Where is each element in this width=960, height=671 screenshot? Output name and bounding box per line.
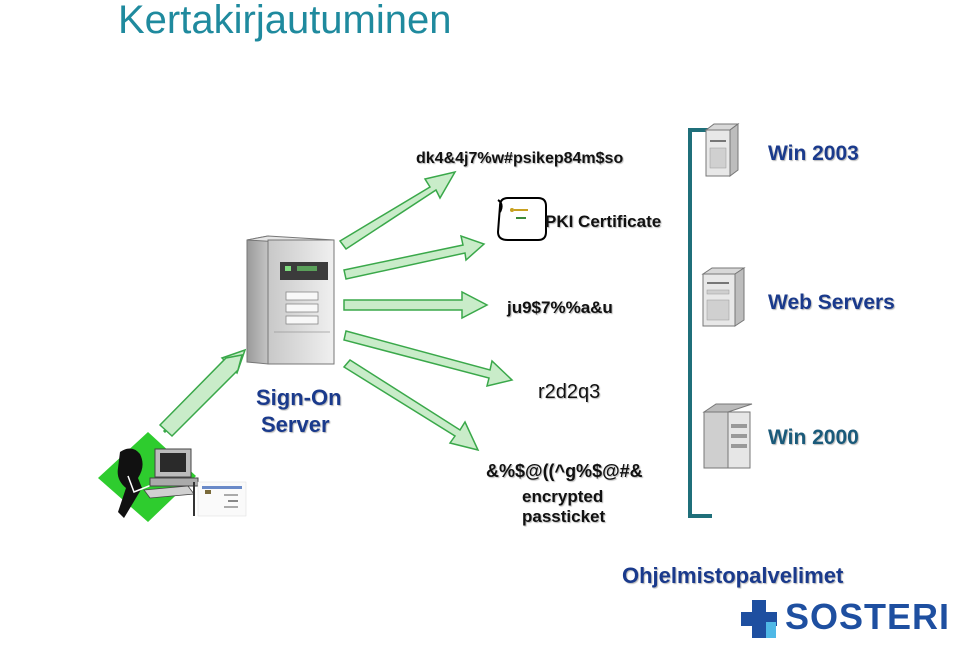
target-win2000: Win 2000	[768, 426, 859, 449]
certificate-label: PKI Certificate	[545, 212, 662, 231]
certificate-scroll-icon	[496, 197, 547, 241]
message-top: dk4&4j7%w#psikep84m$so	[416, 150, 624, 167]
win2000-server-icon	[702, 403, 753, 469]
win2003-server-icon	[704, 123, 740, 177]
user-at-computer-icon	[98, 432, 247, 522]
target-win2003: Win 2003	[768, 142, 859, 165]
message-pass: r2d2q3	[538, 381, 601, 403]
medical-cross-icon	[741, 600, 777, 638]
message-mid: ju9$7%%a&u	[507, 298, 613, 317]
arrow-to-user	[158, 348, 247, 438]
arrow-ticket	[342, 359, 480, 452]
arrow-top	[338, 170, 457, 251]
brand-wordmark: SOSTERI	[785, 596, 951, 637]
footer-caption: Ohjelmistopalvelimet	[622, 563, 844, 588]
target-web-servers: Web Servers	[768, 291, 895, 314]
arrow-pass	[343, 330, 514, 388]
page-title: Kertakirjautuminen	[118, 0, 452, 42]
ticket-line2: passticket	[522, 507, 606, 526]
target-bracket	[688, 128, 712, 518]
arrow-certificate	[343, 234, 486, 280]
server-label-line1: Sign-On	[256, 385, 342, 410]
ticket-line1: encrypted	[522, 487, 604, 506]
web-server-icon	[701, 267, 746, 327]
server-label-line2: Server	[261, 412, 330, 437]
server-tower-icon	[246, 235, 335, 365]
arrow-mid	[343, 290, 489, 320]
message-scrambled: &%$@((^g%$@#&	[486, 461, 643, 481]
